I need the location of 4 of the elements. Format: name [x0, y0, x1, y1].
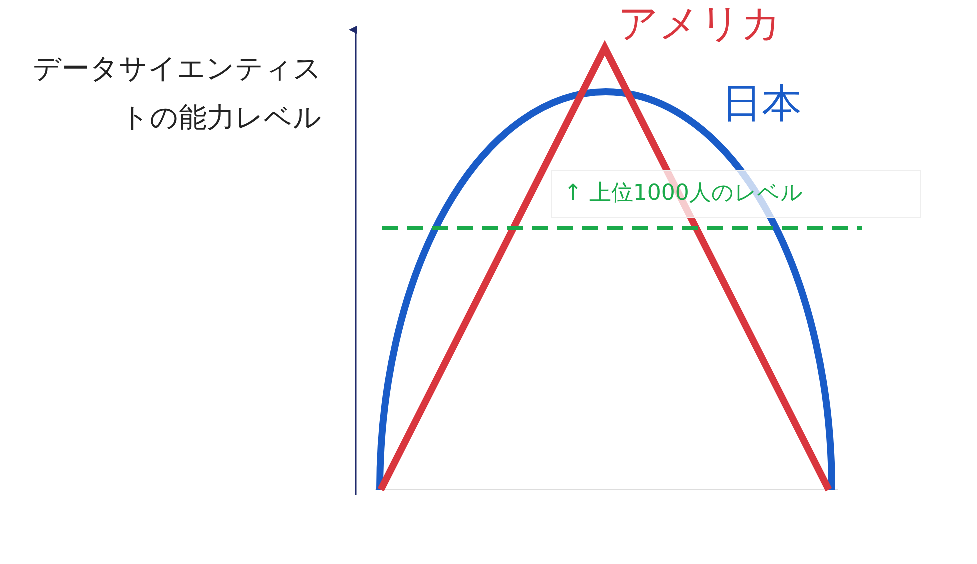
axis-label: データサイエンティストの能力レベル	[32, 51, 322, 136]
series-label: アメリカ	[618, 0, 783, 48]
threshold-label: ↑ 上位1000人のレベル	[551, 170, 921, 218]
series-label: 日本	[722, 80, 803, 128]
